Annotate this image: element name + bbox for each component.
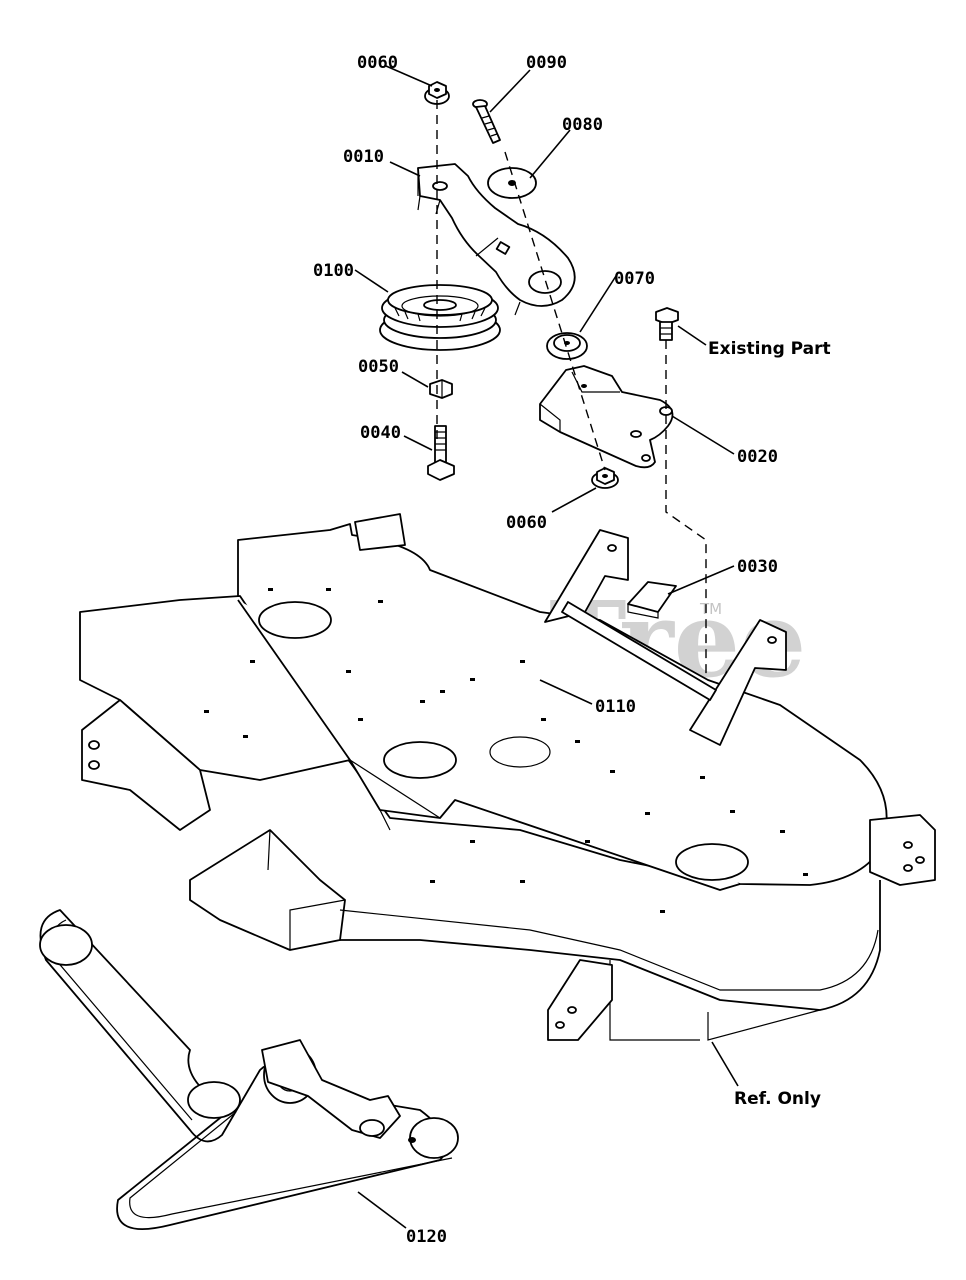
idler-bracket-0020[interactable]	[539, 365, 674, 469]
callout-0060-top: 0060	[357, 53, 398, 73]
flange-nut-lower[interactable]	[591, 467, 619, 489]
bushing-0070[interactable]	[546, 332, 588, 360]
drive-belt-0120[interactable]	[39, 909, 459, 1230]
flange-nut-top[interactable]	[424, 81, 450, 105]
watermark-tm: TM	[699, 600, 722, 618]
callout-existing-part: Existing Part	[708, 339, 831, 359]
mower-deck	[79, 513, 936, 1041]
axis-line-existing-bolt	[665, 340, 707, 816]
idler-arm-0010[interactable]	[417, 163, 576, 316]
callout-0020: 0020	[737, 447, 778, 467]
callout-0050: 0050	[358, 357, 399, 377]
callout-0060-lower: 0060	[506, 513, 547, 533]
washer-0080[interactable]	[487, 167, 537, 199]
bolt-0040[interactable]	[427, 425, 455, 481]
callout-0100: 0100	[313, 261, 354, 281]
callout-0070: 0070	[614, 269, 655, 289]
existing-bolt[interactable]	[655, 307, 679, 341]
callout-0030: 0030	[737, 557, 778, 577]
callout-0090: 0090	[526, 53, 567, 73]
callout-0010: 0010	[343, 147, 384, 167]
axis-line-arm	[504, 151, 606, 471]
idler-pulley-0100[interactable]	[379, 284, 501, 351]
callout-0040: 0040	[360, 423, 401, 443]
spacer-0050[interactable]	[429, 379, 453, 399]
leader-lines	[354, 65, 739, 1229]
bolt-0090[interactable]	[472, 99, 501, 144]
callout-ref-only: Ref. Only	[734, 1089, 821, 1109]
callout-0110: 0110	[595, 697, 636, 717]
plate-0030[interactable]	[627, 581, 677, 619]
callout-0080: 0080	[562, 115, 603, 135]
callout-0120: 0120	[406, 1227, 447, 1247]
